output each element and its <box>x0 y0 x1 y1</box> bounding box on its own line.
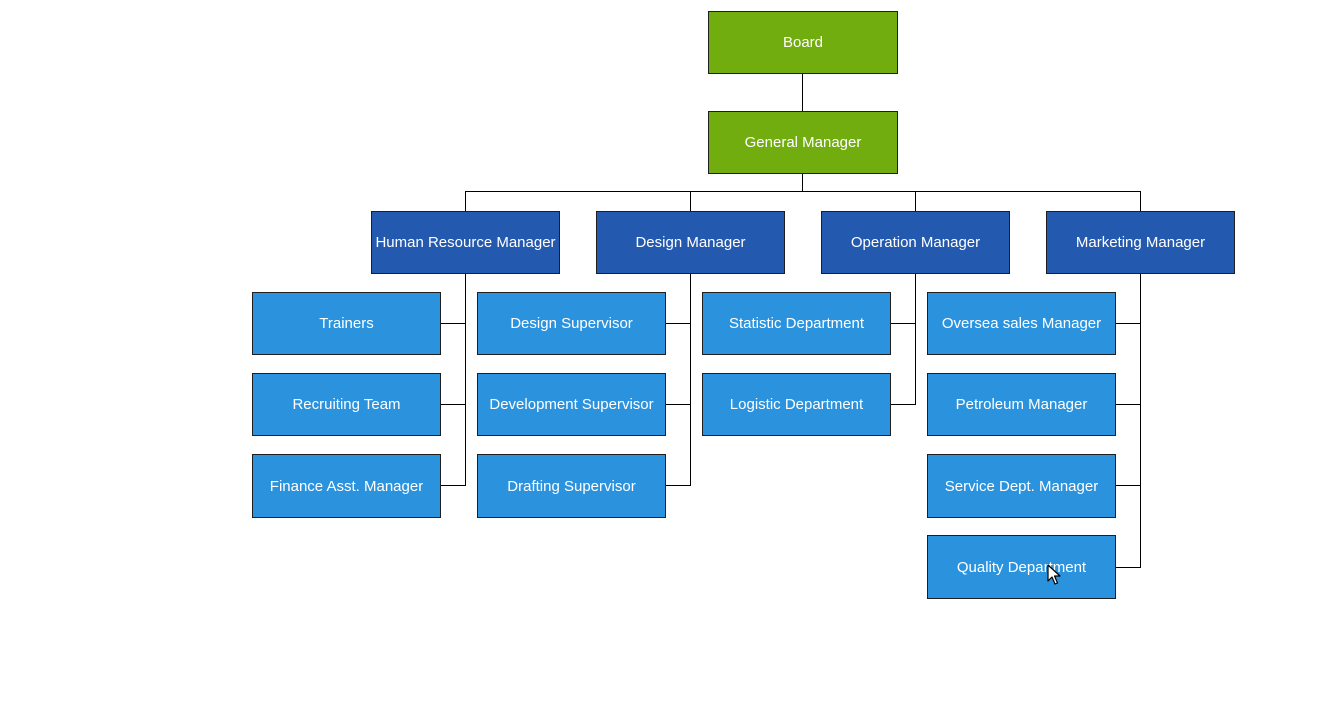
node-general-manager[interactable]: General Manager <box>708 111 898 174</box>
node-oversea-sales-manager[interactable]: Oversea sales Manager <box>927 292 1116 355</box>
node-oversea-sales-manager-label: Oversea sales Manager <box>941 315 1102 332</box>
connector-design-report-3 <box>665 485 691 486</box>
node-human-resource-manager[interactable]: Human Resource Manager <box>371 211 560 274</box>
node-general-manager-label: General Manager <box>744 134 862 151</box>
node-trainers-label: Trainers <box>319 315 374 332</box>
connector-gm-down <box>802 173 803 192</box>
node-finance-asst-manager-label: Finance Asst. Manager <box>269 477 424 495</box>
connector-bus-marketing <box>1140 191 1141 211</box>
node-design-supervisor[interactable]: Design Supervisor <box>477 292 666 355</box>
node-board-label: Board <box>782 34 824 51</box>
node-board[interactable]: Board <box>708 11 898 74</box>
node-drafting-supervisor[interactable]: Drafting Supervisor <box>477 454 666 518</box>
connector-hr-report-3 <box>440 485 466 486</box>
node-design-manager[interactable]: Design Manager <box>596 211 785 274</box>
connector-marketing-report-1 <box>1115 323 1141 324</box>
node-drafting-supervisor-label: Drafting Supervisor <box>507 477 636 495</box>
connector-operation-report-2 <box>890 404 916 405</box>
connector-marketing-spine <box>1140 273 1141 568</box>
connector-marketing-report-2 <box>1115 404 1141 405</box>
node-logistic-department-label: Logistic Department <box>729 396 864 413</box>
node-development-supervisor[interactable]: Development Supervisor <box>477 373 666 436</box>
node-marketing-manager-label: Marketing Manager <box>1075 234 1206 251</box>
connector-bus-operation <box>915 191 916 211</box>
node-trainers[interactable]: Trainers <box>252 292 441 355</box>
node-operation-manager-label: Operation Manager <box>850 234 981 251</box>
node-petroleum-manager-label: Petroleum Manager <box>955 396 1088 413</box>
connector-hr-report-1 <box>440 323 466 324</box>
node-statistic-department[interactable]: Statistic Department <box>702 292 891 355</box>
node-petroleum-manager[interactable]: Petroleum Manager <box>927 373 1116 436</box>
connector-operation-spine <box>915 273 916 405</box>
connector-hr-spine <box>465 273 466 486</box>
connector-design-report-1 <box>665 323 691 324</box>
arrow-pointer-icon <box>1047 564 1061 585</box>
node-development-supervisor-label: Development Supervisor <box>489 396 654 413</box>
connector-design-spine <box>690 273 691 486</box>
node-finance-asst-manager[interactable]: Finance Asst. Manager <box>252 454 441 518</box>
node-human-resource-manager-label: Human Resource Manager <box>375 234 556 251</box>
connector-operation-report-1 <box>890 323 916 324</box>
node-design-supervisor-label: Design Supervisor <box>510 315 633 332</box>
connector-bus-design <box>690 191 691 211</box>
node-recruiting-team[interactable]: Recruiting Team <box>252 373 441 436</box>
connector-marketing-report-4 <box>1115 567 1141 568</box>
connector-board-gm <box>802 73 803 111</box>
connector-bus-hr <box>465 191 466 211</box>
node-service-dept-manager[interactable]: Service Dept. Manager <box>927 454 1116 518</box>
node-operation-manager[interactable]: Operation Manager <box>821 211 1010 274</box>
connector-design-report-2 <box>665 404 691 405</box>
node-design-manager-label: Design Manager <box>635 234 746 251</box>
connector-hr-report-2 <box>440 404 466 405</box>
node-statistic-department-label: Statistic Department <box>728 315 865 332</box>
node-logistic-department[interactable]: Logistic Department <box>702 373 891 436</box>
connector-marketing-report-3 <box>1115 485 1141 486</box>
connector-managers-bus <box>465 191 1141 192</box>
node-marketing-manager[interactable]: Marketing Manager <box>1046 211 1235 274</box>
node-quality-department[interactable]: Quality Department <box>927 535 1116 599</box>
node-quality-department-label: Quality Department <box>956 558 1087 576</box>
node-recruiting-team-label: Recruiting Team <box>292 396 401 413</box>
node-service-dept-manager-label: Service Dept. Manager <box>944 477 1099 495</box>
